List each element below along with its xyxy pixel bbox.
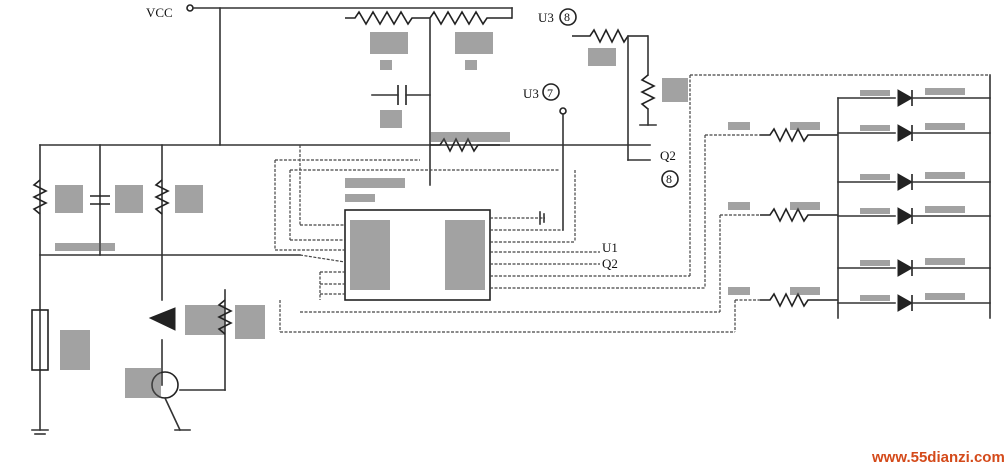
led-3 xyxy=(837,172,991,191)
led-routing xyxy=(279,74,850,333)
q2-label: Q2 xyxy=(602,256,618,271)
ic-chip xyxy=(344,178,491,301)
watermark: www.55dianzi.com xyxy=(871,449,1005,466)
q2-right-pin: 8 xyxy=(666,172,672,186)
q2-right-label-group: Q2 8 xyxy=(627,148,679,188)
led-array xyxy=(837,74,991,319)
u3-top-pin: 8 xyxy=(564,10,570,24)
u3-pin7-group: U3 7 xyxy=(523,83,567,231)
led-2 xyxy=(837,123,991,142)
led-6 xyxy=(837,293,991,312)
vcc-label: VCC xyxy=(146,5,173,20)
vcc-terminal: VCC xyxy=(146,4,513,146)
u3-mid-label: U3 xyxy=(523,86,539,101)
u3-top-label: U3 xyxy=(538,10,554,25)
left-components xyxy=(31,144,265,435)
u3-mid-pin: 7 xyxy=(547,86,553,100)
u1-label: U1 xyxy=(602,240,618,255)
led-resistors xyxy=(728,122,838,308)
led-5 xyxy=(837,258,991,277)
main-bus xyxy=(39,132,651,256)
led-1 xyxy=(837,88,991,107)
ic-left-pins xyxy=(274,145,560,300)
top-resistor-network xyxy=(345,10,512,186)
led-4 xyxy=(837,206,991,225)
q2-right-label: Q2 xyxy=(660,148,676,163)
u3-pin8-group: U3 8 xyxy=(538,8,688,161)
ic-right-pins: U1 Q2 xyxy=(490,170,705,289)
